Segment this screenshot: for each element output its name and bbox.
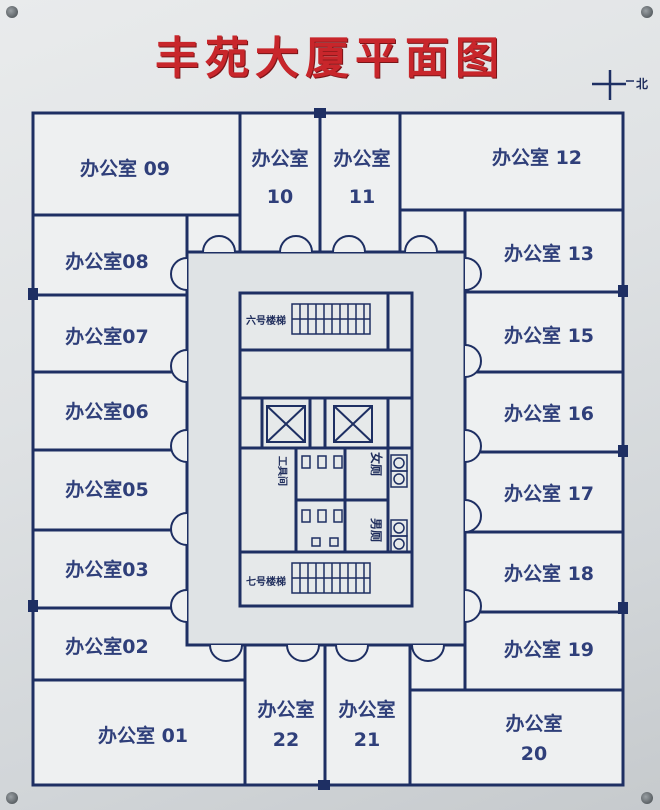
stair-6-label: 六号楼梯: [246, 314, 286, 327]
room-05-label: 办公室05: [65, 478, 148, 501]
room-13-label: 办公室 13: [504, 242, 594, 265]
screw: [6, 6, 18, 18]
room-18-label: 办公室 18: [504, 562, 594, 585]
screw: [641, 6, 653, 18]
womens-restroom-label: 女厕: [369, 452, 384, 476]
north-label: 北: [636, 76, 648, 91]
room-11-name: 办公室: [333, 147, 390, 170]
room-21-number: 21: [354, 729, 380, 751]
compass-icon: [592, 70, 634, 100]
screw: [641, 792, 653, 804]
tool-room-label: 工具间: [276, 456, 289, 486]
stair-7-label: 七号楼梯: [246, 575, 286, 588]
room-11-number: 11: [349, 186, 375, 208]
room-03-label: 办公室03: [65, 558, 148, 581]
room-07-label: 办公室07: [65, 325, 148, 348]
mens-restroom-label: 男厕: [369, 518, 384, 542]
room-09-label: 办公室 09: [80, 157, 170, 180]
room-10-number: 10: [267, 186, 293, 208]
room-20-number: 20: [521, 743, 547, 765]
room-08-label: 办公室08: [65, 250, 148, 273]
room-02-label: 办公室02: [65, 635, 148, 658]
room-01-label: 办公室 01: [98, 724, 188, 747]
room-17-label: 办公室 17: [504, 482, 594, 505]
room-19-label: 办公室 19: [504, 638, 594, 661]
room-20-name: 办公室: [505, 712, 562, 735]
room-22-number: 22: [273, 729, 299, 751]
room-15-label: 办公室 15: [504, 324, 594, 347]
room-12-label: 办公室 12: [492, 146, 582, 169]
room-16-label: 办公室 16: [504, 402, 594, 425]
room-21-name: 办公室: [338, 698, 395, 721]
room-10-name: 办公室: [251, 147, 308, 170]
screw: [6, 792, 18, 804]
room-22-name: 办公室: [257, 698, 314, 721]
room-06-label: 办公室06: [65, 400, 148, 423]
sign-title: 丰苑大厦平面图: [155, 33, 505, 84]
